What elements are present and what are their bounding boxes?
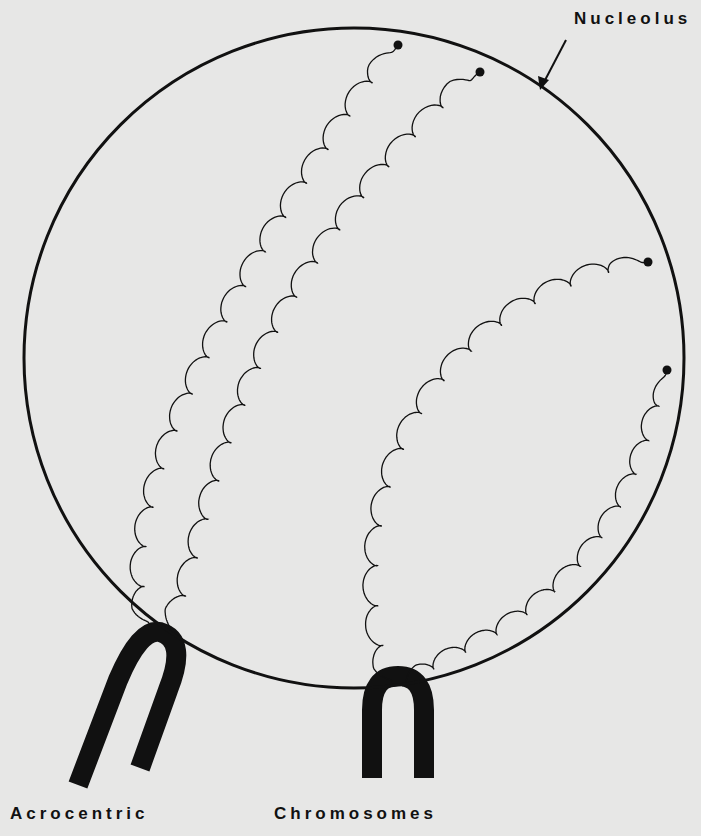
- structure-label: Nucleolus: [574, 9, 691, 29]
- rdna-strand: [402, 370, 667, 686]
- strand-end-dot: [476, 68, 485, 77]
- strand-end-dot: [663, 366, 672, 375]
- rdna-strand: [363, 258, 648, 685]
- acrocentric-chromosome: [372, 676, 424, 778]
- rdna-strand: [165, 72, 480, 632]
- nucleolus-circle: Nucleolus: [22, 26, 686, 690]
- strand-end-dot: [394, 41, 403, 50]
- circle-outline: [22, 26, 686, 690]
- leader-line: [543, 40, 566, 84]
- strand-end-dot: [644, 258, 653, 267]
- caption-word: Chromosomes: [274, 804, 437, 824]
- circle-outline-path: [24, 28, 684, 688]
- acrocentric-chromosome: [78, 632, 176, 785]
- caption-word: Acrocentric: [10, 804, 148, 824]
